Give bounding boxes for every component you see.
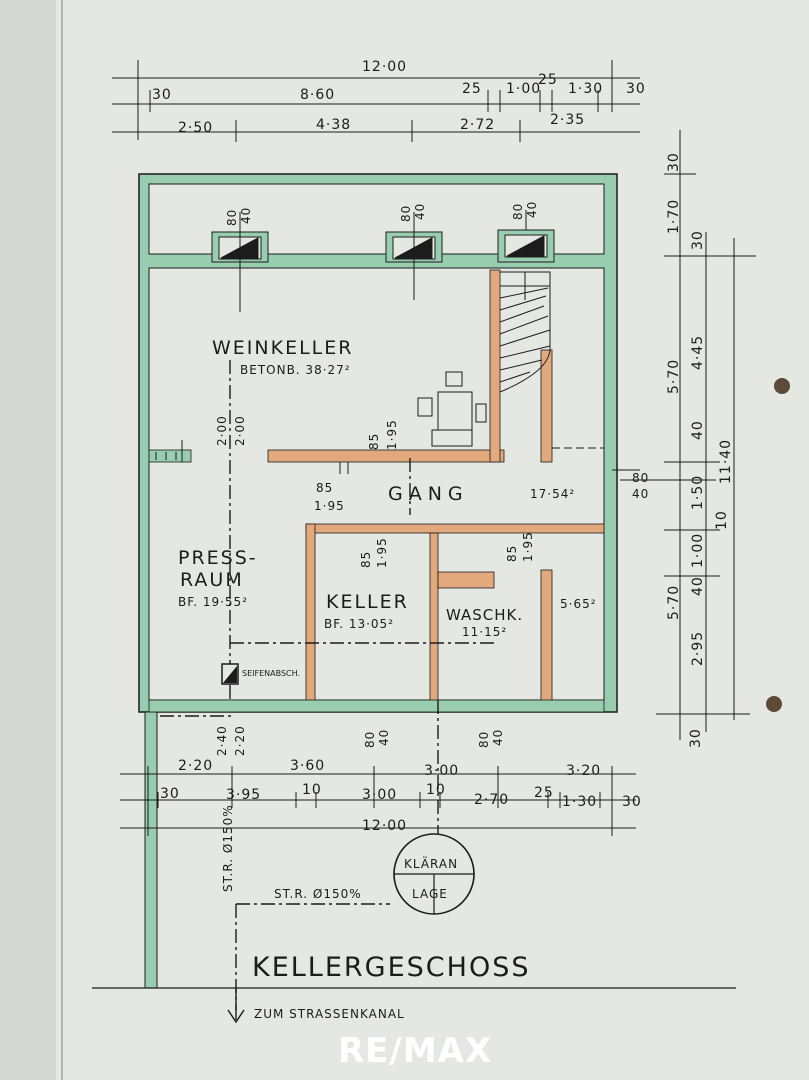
dim-top-row2-6: 1·30 [568, 81, 603, 97]
opening-dim-13: 80 [477, 731, 491, 748]
opening-dim-1: 2·00 [215, 415, 229, 446]
opening-dim-6: 1·95 [314, 499, 345, 513]
furniture [417, 371, 487, 447]
dim-top-row2-4: 1·00 [506, 81, 541, 97]
room-weinkeller: WEINKELLER [212, 337, 353, 359]
dim-bottom-row2-1: 30 [160, 786, 180, 802]
bottom-dimension-lines [120, 766, 636, 836]
plan-title: KELLERGESCHOSS [252, 952, 530, 983]
punch-hole-bottom [766, 696, 782, 712]
dim-bottom-row1-3: 3·00 [424, 763, 459, 779]
soap-separator [221, 663, 239, 685]
dim-right-mid-6: 1·00 [690, 533, 706, 568]
window-dim-40-c: 40 [525, 201, 539, 218]
dim-top-row3-3: 2·72 [460, 117, 495, 133]
opening-dim-10: 1·95 [521, 531, 535, 562]
dim-right-mid-1: 30 [690, 230, 706, 250]
dim-bottom-row2-5: 10 [426, 782, 446, 798]
dim-right-outer-5: 30 [688, 728, 704, 748]
room-waschkueche-area: 11·15² [462, 625, 507, 639]
dim-bottom-row1-4: 3·20 [566, 763, 601, 779]
room-weinkeller-info: BETONB. 38·27² [240, 363, 351, 377]
dim-top-row2-3: 25 [462, 81, 482, 97]
dim-bottom-row2-4: 3·00 [362, 787, 397, 803]
septic-tank-label-1: KLÄRAN [404, 856, 458, 871]
staircase [499, 271, 604, 449]
room-press-line2: RAUM [180, 569, 244, 591]
dim-gang-40: 40 [632, 487, 649, 501]
room-waschkueche: WASCHK. [446, 606, 523, 624]
window-dim-80-b: 80 [399, 205, 413, 222]
dim-right-mid-2: 4·45 [690, 335, 706, 370]
septic-tank-label-2: LAGE [412, 887, 448, 901]
dim-top-row3-2: 4·38 [316, 117, 351, 133]
room-small-area: 5·65² [560, 597, 597, 611]
outlet-label: ZUM STRASSENKANAL [254, 1007, 405, 1021]
opening-dim-14: 40 [491, 729, 505, 746]
dim-right-outer-3: 5·70 [666, 359, 682, 394]
soap-separator-label: SEIFENABSCH. [242, 669, 300, 678]
opening-dim-12: 40 [377, 729, 391, 746]
dim-right-outer-2: 1·70 [666, 199, 682, 234]
dim-bottom-row2-7: 25 [534, 785, 554, 801]
dim-right-mid-7: 40 [690, 576, 706, 596]
dim-right-outer-4: 5·70 [666, 585, 682, 620]
dim-top-row2-1: 30 [152, 87, 172, 103]
window-dim-40-a: 40 [239, 207, 253, 224]
dim-right-mid-5: 10 [714, 510, 730, 530]
dim-right-mid-4: 1·50 [690, 475, 706, 510]
room-keller: KELLER [326, 591, 409, 613]
room-press-line1: PRESS- [178, 547, 258, 569]
dim-top-row2-5: 25 [538, 72, 558, 88]
outlet-arrow-icon [227, 988, 245, 1024]
room-press-area: BF. 19·55² [178, 595, 248, 609]
room-keller-area: BF. 13·05² [324, 617, 394, 631]
dim-top-row2-2: 8·60 [300, 87, 335, 103]
drain-pipe-horizontal-label: ST.R. Ø150% [274, 887, 362, 901]
window-dim-40-b: 40 [413, 203, 427, 220]
dim-bottom-row2-6: 2·70 [474, 792, 509, 808]
dim-top-row3-1: 2·50 [178, 120, 213, 136]
dim-right-total: 11·40 [718, 439, 734, 484]
opening-dim-7: 85 [359, 551, 373, 568]
dim-top-total: 12·00 [362, 59, 407, 75]
dim-bottom-row2-9: 30 [622, 794, 642, 810]
dim-right-mid-8: 2·95 [690, 631, 706, 666]
right-dimension-lines [612, 130, 756, 740]
window-wells [211, 210, 555, 312]
dim-top-row2-7: 30 [626, 81, 646, 97]
room-gang-area: 17·54² [530, 487, 575, 501]
punch-hole-top [774, 378, 790, 394]
opening-dim-3: 85 [367, 433, 381, 450]
window-dim-80-a: 80 [225, 209, 239, 226]
dim-bottom-row1-2: 3·60 [290, 758, 325, 774]
septic-tank [393, 833, 475, 915]
remax-logo: RE/MAX [338, 1031, 492, 1071]
room-gang: GANG [388, 483, 469, 505]
opening-dim-11: 80 [363, 731, 377, 748]
dim-bottom-row2-3: 10 [302, 782, 322, 798]
dim-bottom-row2-2: 3·95 [226, 787, 261, 803]
opening-dim-2: 2·00 [233, 415, 247, 446]
opening-dim-15: 2·40 [215, 725, 229, 756]
outer-walls [138, 173, 618, 989]
window-dim-80-c: 80 [511, 203, 525, 220]
wall-hatch-marks [155, 440, 349, 474]
interior-walls [148, 269, 605, 713]
dim-gang-80: 80 [632, 471, 649, 485]
dim-right-mid-3: 40 [690, 420, 706, 440]
dim-bottom-row2-8: 1·30 [562, 794, 597, 810]
opening-dim-9: 85 [505, 545, 519, 562]
dim-right-outer-1: 30 [666, 152, 682, 172]
opening-dim-8: 1·95 [375, 537, 389, 568]
top-dimension-lines [112, 60, 640, 142]
opening-dim-5: 85 [316, 481, 333, 495]
drain-pipe-vertical-label: ST.R. Ø150% [221, 804, 235, 892]
dim-bottom-total: 12·00 [362, 818, 407, 834]
dim-top-row3-4: 2·35 [550, 112, 585, 128]
dim-bottom-row1-1: 2·20 [178, 758, 213, 774]
opening-dim-16: 2·20 [233, 725, 247, 756]
opening-dim-4: 1·95 [385, 419, 399, 450]
